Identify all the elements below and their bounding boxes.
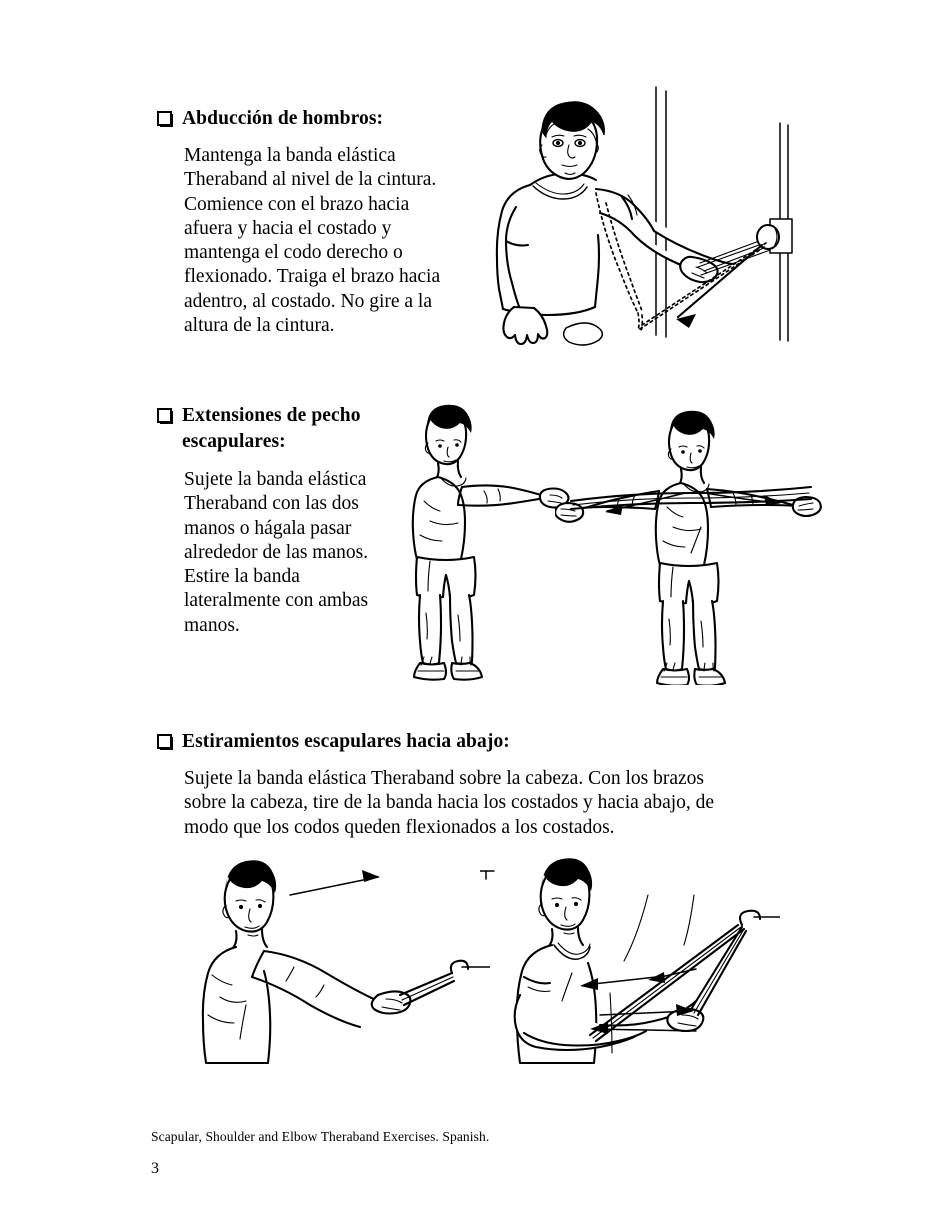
checkbox-bullet-icon	[157, 408, 173, 424]
section-estiramientos-escapulares-hacia-abajo: Estiramientos escapulares hacia abajo: S…	[157, 729, 757, 840]
illustration-standing-arms-spread-band-stretched	[555, 395, 825, 685]
section-heading-row: Estiramientos escapulares hacia abajo:	[157, 729, 757, 755]
section-body-text: Sujete la banda elástica Theraband sobre…	[184, 768, 715, 838]
page-number: 3	[151, 1160, 159, 1177]
section-heading: Extensiones de pecho escapulares:	[182, 405, 361, 452]
illustration-standing-arms-forward-holding-band	[400, 395, 580, 685]
illustration-lat-pulldown-end-elbows-bent	[480, 855, 780, 1065]
illustration-lat-pulldown-start-arms-overhead	[190, 855, 490, 1065]
section-heading-row: Extensiones de pecho escapulares:	[157, 403, 407, 455]
section-heading: Abducción de hombros:	[182, 108, 384, 129]
section-heading-row: Abducción de hombros:	[157, 106, 457, 132]
section-body-text: Sujete la banda elástica Theraband con l…	[184, 469, 369, 636]
checkbox-bullet-icon	[157, 111, 173, 127]
section-body-text: Mantenga la banda elástica Theraband al …	[184, 145, 441, 337]
footer-note: Scapular, Shoulder and Elbow Theraband E…	[151, 1129, 490, 1144]
illustration-seated-shoulder-adduction-to-doorknob	[470, 85, 810, 375]
section-heading: Estiramientos escapulares hacia abajo:	[182, 731, 510, 752]
section-extensiones-de-pecho-escapulares: Extensiones de pecho escapulares: Sujete…	[157, 403, 407, 638]
section-abduccion-de-hombros: Abducción de hombros: Mantenga la banda …	[157, 106, 457, 338]
checkbox-bullet-icon	[157, 734, 173, 750]
